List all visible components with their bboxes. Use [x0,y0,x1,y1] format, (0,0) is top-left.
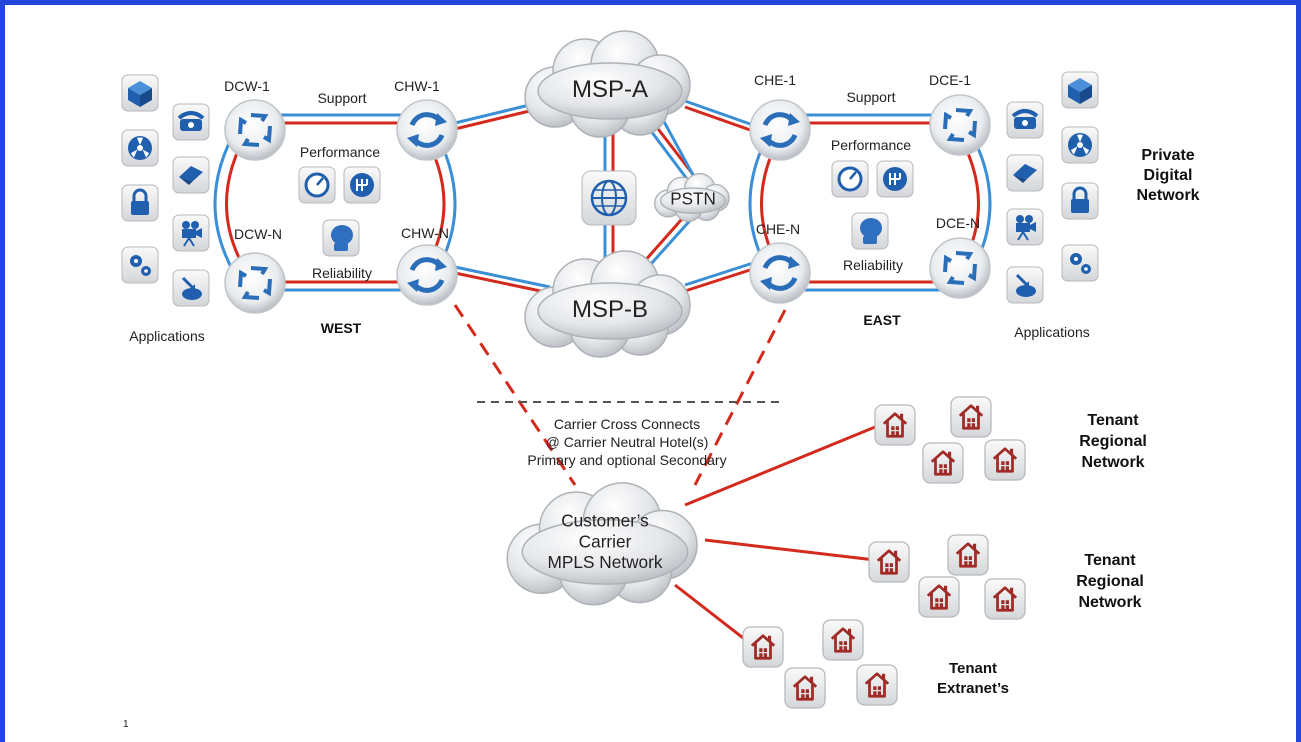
pstn-label: PSTN [670,189,716,208]
east-label: EAST [863,312,901,328]
tenant-regional-1-line-2: Regional [1079,433,1147,450]
che-n-node [750,243,810,303]
msp-a-cloud: MSP-A [524,30,691,138]
support-east-label: Support [846,89,895,105]
gearshift-icon [876,160,914,198]
performance-east-label: Performance [831,137,911,153]
chw-n-label: CHW-N [401,225,449,241]
reliability-west-label: Reliability [312,265,372,281]
west-label: WEST [321,320,362,336]
house-icon [855,663,899,707]
house-icon [921,441,965,485]
tenant-regional-2-line-1: Tenant [1084,552,1136,569]
chw-1-label: CHW-1 [394,78,440,94]
tenant-regional-network-2 [867,533,1027,621]
house-icon [873,403,917,447]
house-icon [983,438,1027,482]
network-diagram: MSP-A MSP-B PSTN Customer’s Carrier MPLS… [121,30,1200,730]
che-1-node [750,100,810,160]
tenant-regional-1-line-1: Tenant [1087,412,1139,429]
house-icon [821,618,865,662]
phone-icon [1006,101,1044,139]
boxing-glove-icon [322,219,360,257]
lock-icon [1061,182,1099,220]
house-icon [741,625,785,669]
dce-1-node [928,93,992,157]
gauge-icon [298,166,336,204]
dcw-n-node [223,251,287,315]
private-network-line-3: Network [1136,187,1199,204]
msp-a-label: MSP-A [572,76,648,103]
chw-1-node [397,100,457,160]
globe-icon [581,170,637,226]
lock-icon [121,184,159,222]
chat-icon [1006,154,1044,192]
dce-n-label: DCE-N [936,215,980,231]
house-icon [983,577,1027,621]
msp-b-cloud: MSP-B [524,250,691,358]
dce-1-label: DCE-1 [929,72,971,88]
page-number: 1 [123,719,129,730]
download-icon [1006,266,1044,304]
gears-icon [1061,244,1099,282]
cube-icon [121,74,159,112]
applications-west-label: Applications [129,328,205,344]
che-n-label: CHE-N [756,221,800,237]
cross-connect-line-2: @ Carrier Neutral Hotel(s) [546,434,709,450]
dce-n-node [928,236,992,300]
radiation-icon [1061,126,1099,164]
performance-west-label: Performance [300,144,380,160]
tenant-extranet-line-1: Tenant [949,660,997,677]
customer-cloud-line-2: Carrier [579,531,632,551]
msp-b-label: MSP-B [572,296,648,323]
gears-icon [121,246,159,284]
house-icon [946,533,990,577]
house-icon [867,540,911,584]
cube-icon [1061,71,1099,109]
gearshift-icon [343,166,381,204]
applications-east-label: Applications [1014,324,1090,340]
cross-connect-line-3: Primary and optional Secondary [527,452,726,468]
house-icon [949,395,993,439]
chat-icon [172,156,210,194]
cross-connect-links [453,304,787,486]
tenant-regional-1-line-3: Network [1081,454,1144,471]
private-network-line-2: Digital [1144,167,1193,184]
camera-icon [1006,208,1044,246]
che-1-label: CHE-1 [754,72,796,88]
dcw-n-label: DCW-N [234,226,282,242]
customer-cloud-line-1: Customer’s [561,511,649,531]
chw-n-node [397,245,457,305]
tenant-regional-2-line-2: Regional [1076,573,1144,590]
camera-icon [172,214,210,252]
customer-cloud: Customer’s Carrier MPLS Network [506,482,698,606]
radiation-icon [121,129,159,167]
private-network-line-1: Private [1141,147,1194,164]
phone-icon [172,103,210,141]
boxing-glove-icon [851,212,889,250]
house-icon [783,666,827,710]
pstn-cloud: PSTN [654,173,730,223]
tenant-extranet [741,618,899,710]
tenant-extranet-line-2: Extranet’s [937,680,1009,697]
gauge-icon [831,160,869,198]
support-west-label: Support [317,90,366,106]
download-icon [172,269,210,307]
tenant-regional-2-line-3: Network [1078,594,1141,611]
tenant-regional-network-1 [873,395,1027,485]
customer-cloud-line-3: MPLS Network [547,552,662,572]
house-icon [917,575,961,619]
dcw-1-node [223,98,287,162]
cross-connect-line-1: Carrier Cross Connects [554,416,700,432]
dcw-1-label: DCW-1 [224,78,270,94]
reliability-east-label: Reliability [843,257,903,273]
